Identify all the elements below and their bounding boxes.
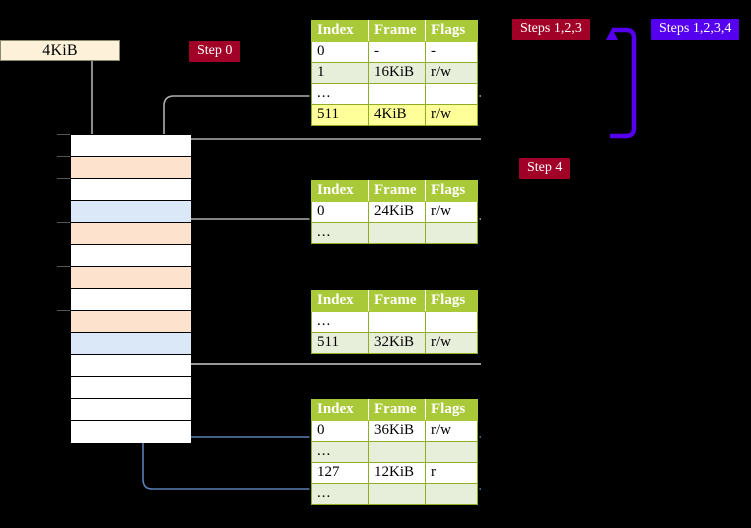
- memory-frame-row: [71, 223, 191, 245]
- memory-frame-row: [71, 201, 191, 223]
- badge-step-4: Step 4: [519, 158, 571, 179]
- cell-flags: -: [425, 41, 478, 63]
- column-header-frame: Frame: [368, 180, 426, 202]
- column-header-flags: Flags: [425, 290, 478, 312]
- column-header-index: Index: [311, 20, 369, 42]
- memory-frame-row: [71, 267, 191, 289]
- cell-frame: 32KiB: [368, 332, 426, 354]
- cell-index: 0: [311, 420, 369, 442]
- memory-tick: [57, 266, 71, 267]
- cell-index: 0: [311, 41, 369, 63]
- cell-index: ...: [311, 441, 369, 463]
- column-header-frame: Frame: [368, 290, 426, 312]
- cell-flags: r/w: [425, 332, 478, 354]
- cell-frame: -: [368, 41, 426, 63]
- memory-frame-row: [71, 157, 191, 179]
- table-row: ...: [311, 311, 478, 333]
- column-header-frame: Frame: [368, 20, 426, 42]
- cell-flags: [425, 83, 478, 105]
- table-row: 0--: [311, 41, 478, 63]
- cell-flags: [425, 441, 478, 463]
- cell-frame: 24KiB: [368, 201, 426, 223]
- column-header-flags: Flags: [425, 180, 478, 202]
- cell-flags: [425, 222, 478, 244]
- badge-steps-1-2-3: Steps 1,2,3: [512, 19, 590, 40]
- memory-frame-row: [71, 311, 191, 333]
- cell-frame: 16KiB: [368, 62, 426, 84]
- table-row: ...: [311, 441, 478, 463]
- memory-tick: [57, 178, 71, 179]
- cell-flags: r/w: [425, 62, 478, 84]
- badge-step-0: Step 0: [189, 41, 241, 62]
- cell-index: 0: [311, 201, 369, 223]
- memory-tick: [57, 310, 71, 311]
- cell-frame: [368, 311, 426, 333]
- table-row: ...: [311, 222, 478, 244]
- column-header-index: Index: [311, 399, 369, 421]
- memory-tick: [57, 134, 71, 135]
- memory-frame-row: [71, 135, 191, 157]
- cell-flags: r/w: [425, 201, 478, 223]
- column-header-frame: Frame: [368, 399, 426, 421]
- badge-steps-1-2-3-4: Steps 1,2,3,4: [651, 19, 740, 40]
- table-row: ...: [311, 83, 478, 105]
- physical-memory-column: [70, 134, 191, 443]
- cell-flags: [425, 483, 478, 505]
- memory-frame-row: [71, 333, 191, 355]
- cell-flags: r/w: [425, 104, 478, 126]
- cell-flags: r/w: [425, 420, 478, 442]
- table-row: ...: [311, 483, 478, 505]
- memory-frame-row: [71, 377, 191, 399]
- cell-frame: 4KiB: [368, 104, 426, 126]
- cell-index: 127: [311, 462, 369, 484]
- cell-index: 511: [311, 332, 369, 354]
- cell-frame: [368, 222, 426, 244]
- cell-frame: [368, 83, 426, 105]
- cell-index: ...: [311, 311, 369, 333]
- cell-index: ...: [311, 83, 369, 105]
- column-header-flags: Flags: [425, 399, 478, 421]
- cell-frame: [368, 441, 426, 463]
- memory-frame-row: [71, 399, 191, 421]
- four-kib-label-box: 4KiB: [0, 40, 120, 61]
- cell-flags: [425, 311, 478, 333]
- memory-frame-row: [71, 355, 191, 377]
- cell-frame: [368, 483, 426, 505]
- column-header-flags: Flags: [425, 20, 478, 42]
- memory-frame-row: [71, 179, 191, 201]
- cell-index: ...: [311, 483, 369, 505]
- column-header-index: Index: [311, 180, 369, 202]
- cell-index: 511: [311, 104, 369, 126]
- column-header-index: Index: [311, 290, 369, 312]
- memory-tick: [57, 222, 71, 223]
- memory-tick: [57, 156, 71, 157]
- cell-frame: 36KiB: [368, 420, 426, 442]
- cell-index: ...: [311, 222, 369, 244]
- cell-flags: r: [425, 462, 478, 484]
- cell-index: 1: [311, 62, 369, 84]
- memory-frame-row: [71, 245, 191, 267]
- cell-frame: 12KiB: [368, 462, 426, 484]
- memory-frame-row: [71, 421, 191, 443]
- memory-frame-row: [71, 289, 191, 311]
